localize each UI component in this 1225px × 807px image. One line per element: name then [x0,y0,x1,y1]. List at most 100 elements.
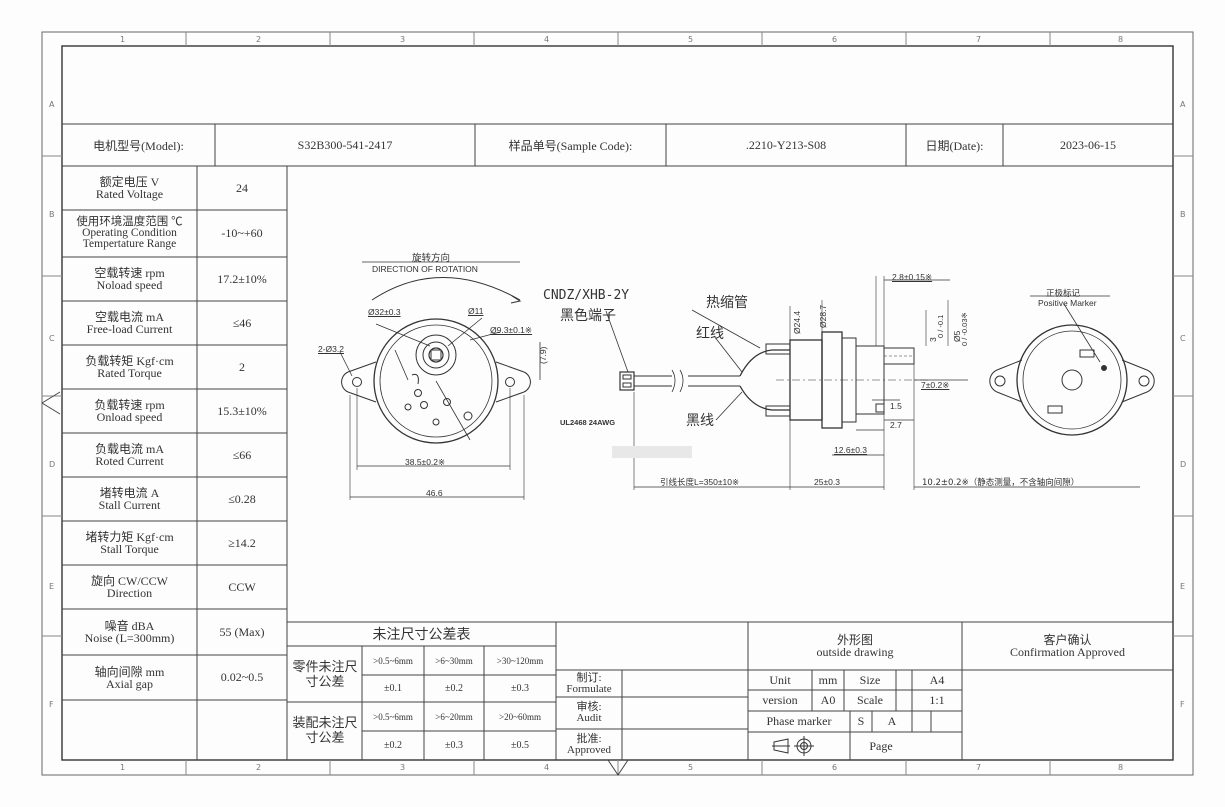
outline-title-cn: 外形图 [836,633,873,647]
spec-label-cn: 堵转电流 A [99,486,160,500]
confirmation-title-en: Confirmation Approved [1010,645,1125,659]
zone-row-c-right: C [1180,334,1186,343]
dim-d28-7: Ø28.7 [818,304,828,328]
part-tolerance-label: 零件未注尺寸公差 [292,660,358,690]
unit-value: mm [818,672,838,687]
size-value: A4 [929,672,945,687]
zone-col-7: 7 [976,35,982,44]
spec-label-en: Rated Voltage [95,187,164,201]
zone-col-1: 1 [120,35,126,44]
formulate-label: 制订:Formulate [556,670,622,697]
spec-label-cn: 负载转速 rpm [94,398,165,412]
positive-marker-label-en: Positive Marker [1038,298,1097,308]
dim-mount-diameter: Ø32±0.3 [368,307,401,317]
spec-value: ≤66 [232,447,252,462]
spec-label-en: Stall Torque [100,542,159,556]
zone-col-5-bottom: 5 [688,763,694,772]
spec-label-cn: 负载转矩 Kgf·cm [85,354,174,368]
spec-value: ≥14.2 [228,535,256,550]
dim-d93: Ø9.3±0.1※ [490,325,533,335]
zone-col-4-bottom: 4 [544,763,550,772]
zone-row-e-right: E [1180,582,1186,591]
black-wire-label: 黑线 [686,413,714,429]
size-label: Size [859,672,881,687]
spec-label-en: Roted Current [95,454,164,468]
dim-2-8: 2.8±0.15※ [892,272,933,282]
zone-row-c: C [49,334,55,343]
spec-label-en: Stall Current [98,498,161,512]
dim-d24-4: Ø24.4 [792,310,802,334]
assembly-range: >20~60mm [499,711,541,722]
spec-label-en: Noload speed [96,278,163,292]
zone-col-2: 2 [256,35,262,44]
formulate-label-en: Formulate [566,682,612,695]
positive-marker-label-cn: 正极标记 [1046,289,1081,299]
spec-value: -10~+60 [221,226,263,240]
zone-col-8: 8 [1118,35,1124,44]
approved-label-en: Approved [567,743,611,756]
spec-value: 2 [239,359,245,374]
zone-col-2-bottom: 2 [256,763,262,772]
sample-code-value: .2210-Y213-S08 [745,137,827,152]
spec-label-en: Free-load Current [86,322,173,336]
spec-label-cn: 负载电流 mA [94,442,164,456]
approved-label-cn: 批准: [576,732,602,745]
page-label: Page [869,738,893,753]
zone-col-8-bottom: 8 [1118,763,1124,772]
date-label: 日期(Date): [925,138,984,153]
zone-row-d-right: D [1180,460,1187,469]
zone-row-a-right: A [1180,100,1186,109]
zone-row-f: F [49,700,54,709]
tolerance-title: 未注尺寸公差表 [372,627,471,643]
dim-1-5: 1.5 [890,401,902,411]
audit-label-cn: 审核: [576,701,602,713]
projection-symbol-icon [772,736,814,756]
rotation-label-en: DIRECTION OF ROTATION [372,264,478,274]
model-label: 电机型号(Model): [93,138,184,153]
spec-label-cn: 轴向间隙 mm [94,664,165,679]
phase-marker-label: Phase marker [766,714,832,728]
audit-label-en: Audit [576,712,602,724]
spec-value: ≤46 [232,315,252,330]
dim-7: 7±0.2※ [921,380,950,390]
outline-title-en: outside drawing [816,645,894,659]
sample-code-label: 样品单号(Sample Code): [508,138,633,153]
version-label: version [762,693,798,707]
part-tolerance: ±0.1 [384,683,402,694]
zone-row-e: E [49,582,55,591]
dim-d5-tolerance: 0 / -0.03※ [960,312,969,346]
assembly-tolerance: ±0.3 [445,740,463,751]
dim-46-6: 46.6 [426,488,443,498]
rotation-label-cn: 旋转方向 [412,253,451,264]
spec-label-en: Onload speed [96,410,163,424]
phase-a: A [887,714,897,728]
assembly-tolerance-label: 装配未注尺寸公差 [292,716,358,746]
dim-2-7: 2.7 [890,420,902,430]
zone-col-4: 4 [544,35,550,44]
zone-row-a: A [49,100,55,109]
zone-col-6-bottom: 6 [832,763,838,772]
connector-label: CNDZ/XHB-2Y [543,288,630,303]
spec-label-cn: 空载电流 mA [94,310,164,324]
assembly-range: >6~20mm [435,711,473,722]
spec-label-en-2: Tempertature Range [82,238,177,250]
red-wire-label: 红线 [696,326,724,342]
spec-value: 15.3±10% [217,403,267,418]
approved-label: 批准:Approved [556,729,622,760]
spec-value: 24 [236,180,248,195]
spec-label-cn: 堵转力矩 Kgf·cm [85,530,174,544]
zone-row-b-right: B [1180,210,1186,219]
dim-7-9: (7.9) [538,346,548,364]
dim-d11: Ø11 [468,306,484,316]
zone-col-7-bottom: 7 [976,763,982,772]
